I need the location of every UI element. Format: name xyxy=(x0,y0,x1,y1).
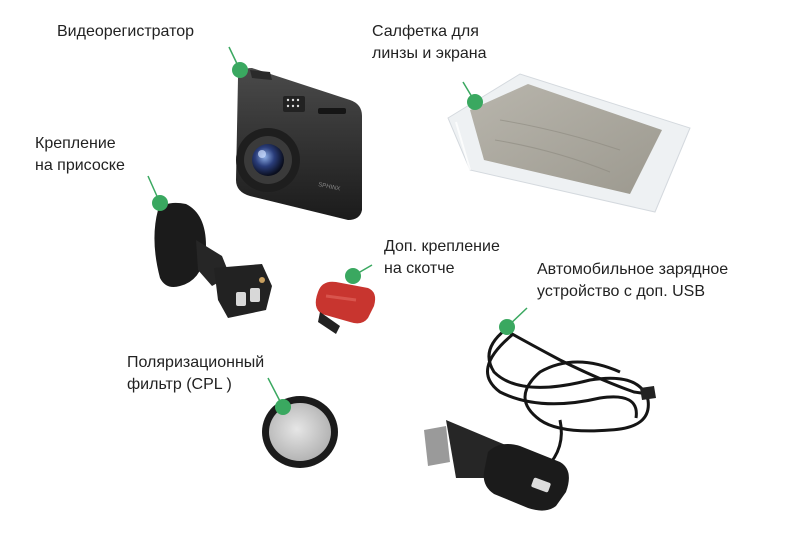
label-suction-mount-line2: на присоске xyxy=(35,157,125,174)
suction-marker xyxy=(152,195,168,211)
label-tape-mount-line2: на скотче xyxy=(384,260,455,277)
label-dashcam-line1: Видеорегистратор xyxy=(57,23,195,40)
cleaning-cloth-icon xyxy=(447,73,691,213)
label-charger-line1: Автомобильное зарядное xyxy=(537,261,729,278)
suction-mount-icon xyxy=(154,202,272,318)
label-charger: Автомобильное зарядное устройство с доп.… xyxy=(537,259,728,303)
label-suction-mount-line1: Крепление xyxy=(35,135,116,152)
label-cpl-filter-line2: фильтр (CPL ) xyxy=(127,376,232,393)
label-cpl-filter-line1: Поляризационный xyxy=(127,354,265,371)
label-charger-line2: устройство с доп. USB xyxy=(537,283,706,300)
label-cloth-line1: Салфетка для xyxy=(372,23,479,40)
label-cpl-filter: Поляризационный фильтр (CPL ) xyxy=(127,352,264,396)
cpl-filter-icon xyxy=(262,396,338,468)
label-tape-mount-line1: Доп. крепление xyxy=(384,238,500,255)
charger-marker xyxy=(499,319,515,335)
dashcam-marker xyxy=(232,62,248,78)
svg-text:SPHINX: SPHINX xyxy=(318,182,341,193)
label-tape-mount: Доп. крепление на скотче xyxy=(384,236,500,280)
charger-plug xyxy=(424,386,656,511)
label-cloth: Салфетка для линзы и экрана xyxy=(372,21,486,65)
cpl-marker xyxy=(275,399,291,415)
tape-marker xyxy=(345,268,361,284)
tape-mount-icon xyxy=(315,281,376,334)
cloth-marker xyxy=(467,94,483,110)
label-dashcam: Видеорегистратор xyxy=(57,21,194,43)
label-cloth-line2: линзы и экрана xyxy=(372,45,487,62)
label-suction-mount: Крепление на присоске xyxy=(35,133,125,177)
dashcam-icon: SPHINX xyxy=(236,68,362,220)
